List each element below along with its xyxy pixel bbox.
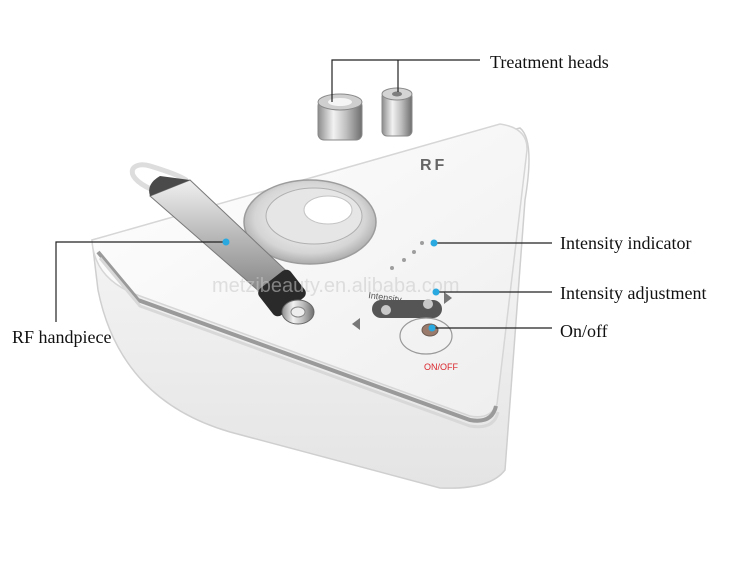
callout-treatment-heads: Treatment heads (490, 52, 609, 72)
device-chrome-edge (96, 250, 498, 423)
treatment-heads (317, 87, 413, 141)
device-top-plate (91, 123, 528, 418)
handpiece-cable (129, 162, 189, 195)
intensity-indicator-leds (390, 241, 424, 270)
power-label: ON/OFF (424, 362, 458, 372)
intensity-buttons (352, 292, 452, 330)
callout-intensity-adjustment: Intensity adjustment (560, 283, 707, 303)
rf-logo: RF (420, 157, 447, 174)
leader-lines (55, 59, 552, 329)
callout-rf-handpiece: RF handpiece (12, 327, 112, 347)
marker-dot-power (428, 324, 436, 332)
marker-dot-indicator (430, 239, 438, 247)
marker-dots (222, 238, 440, 332)
watermark: metzibeauty.en.alibaba.com (212, 275, 460, 297)
marker-dot-adjustment (432, 288, 440, 296)
marker-dot-handpiece (222, 238, 230, 246)
callout-intensity-indicator: Intensity indicator (560, 233, 692, 253)
central-ring (243, 179, 377, 265)
callout-on-off: On/off (560, 321, 608, 341)
